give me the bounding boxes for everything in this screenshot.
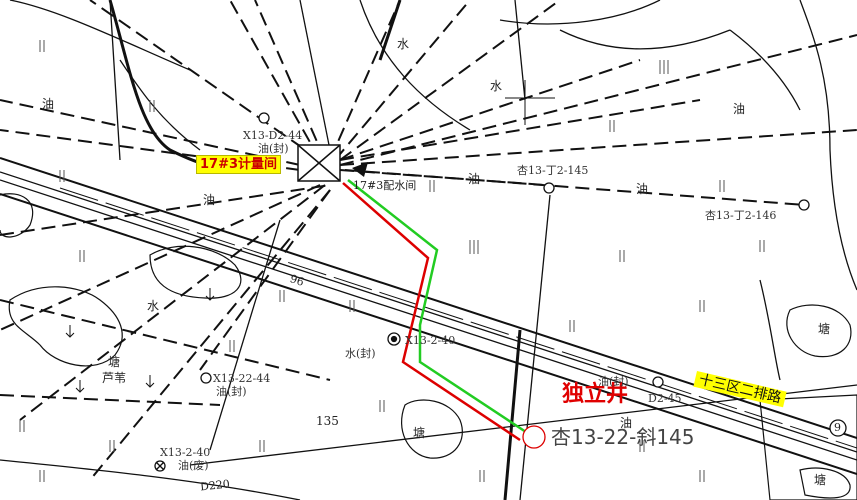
well-status-d2-44: 油(封) [258, 142, 289, 155]
well-label-d2-45: D2-45 [648, 392, 682, 405]
well-status-2-40b: 油(废) [178, 459, 209, 472]
oil-label: 油 [636, 182, 649, 196]
well-label-2-40: X13-2-40 [405, 334, 456, 347]
well-status-2-40: 水(封) [345, 347, 376, 360]
water-label: 水 [397, 37, 410, 51]
well-label-ding2-145: 杏13-丁2-145 [517, 164, 589, 177]
main-road [0, 157, 857, 475]
dashed-pipelines [0, 0, 857, 481]
well-label-22-44: X13-22-44 [213, 372, 271, 385]
ponds [0, 193, 857, 500]
road-code-label: D220 [199, 477, 231, 494]
oil-label: 油 [620, 416, 633, 430]
well-label-ding2-146: 杏13-丁2-146 [705, 209, 777, 222]
target-well-circle [522, 425, 546, 449]
route-red [342, 182, 521, 442]
standalone-well-label: 独立井 [562, 382, 629, 407]
mark-9-label: 9 [834, 421, 841, 434]
meter-station-symbol [297, 144, 341, 182]
oil-label: 油 [203, 193, 216, 207]
route-green [347, 179, 533, 438]
number-135-label: 135 [316, 414, 339, 428]
pond-label: 塘 [413, 426, 426, 440]
water-room-label: 17#3配水间 [353, 179, 417, 192]
meter-station-label[interactable]: 17#3计量间 [196, 155, 282, 174]
well-status-22-44: 油(封) [216, 385, 247, 398]
well-label-2-40b: X13-2-40 [160, 446, 211, 459]
pond-label: 塘 [108, 355, 121, 369]
water-label: 水 [490, 79, 503, 93]
pond-label: 塘 [814, 473, 827, 487]
water-room-marker [352, 162, 368, 177]
well-label-d2-44: X13-D2-44 [243, 129, 303, 142]
pond-label: 塘 [818, 322, 831, 336]
grid-cross [505, 80, 555, 125]
well-symbols [154, 112, 810, 472]
oil-label: 油 [468, 172, 481, 186]
hatch-marks [19, 40, 765, 482]
well-status-d2-45: 油(封) [598, 375, 629, 388]
oil-label: 油 [42, 97, 55, 111]
target-well-label[interactable]: 杏13-22-斜145 [551, 425, 695, 449]
arrow-marks [65, 288, 215, 393]
reed-label: 芦苇 [102, 371, 127, 385]
oil-label: 油 [733, 102, 746, 116]
water-label: 水 [147, 299, 160, 313]
mark-9-circle [829, 419, 847, 437]
